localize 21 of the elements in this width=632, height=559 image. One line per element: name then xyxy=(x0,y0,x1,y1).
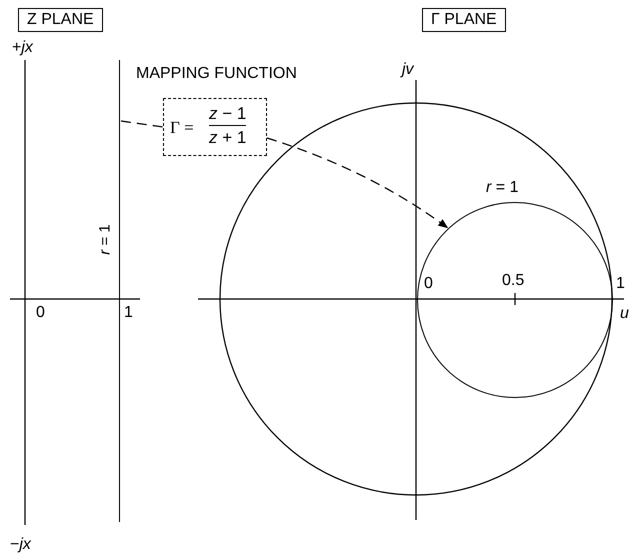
plane-title-box: Z PLANE xyxy=(18,8,103,32)
arrow xyxy=(266,137,449,229)
axis-label: −jx xyxy=(10,537,31,553)
tick-label: 0.5 xyxy=(502,273,524,289)
tick-label: 1 xyxy=(616,276,625,292)
equation-lhs: Γ = xyxy=(170,119,194,136)
plane-title-box: Γ PLANE xyxy=(422,8,506,32)
tick-label: 0 xyxy=(36,305,45,321)
tick-label: 0 xyxy=(424,276,433,292)
axis-label: +jx xyxy=(12,40,33,56)
tick-label: 1 xyxy=(124,305,133,321)
axis-label: jv xyxy=(402,62,414,78)
constant-resistance-line xyxy=(119,60,120,522)
axis-label: u xyxy=(620,306,629,322)
leader-line xyxy=(120,120,164,128)
denominator: z + 1 xyxy=(209,129,246,146)
circle-label: r = 1 xyxy=(486,180,518,196)
numerator: z − 1 xyxy=(209,105,246,126)
line-label: r = 1 xyxy=(98,224,113,255)
constant-resistance-circle xyxy=(417,202,613,398)
function-heading: MAPPING FUNCTION xyxy=(136,66,297,82)
